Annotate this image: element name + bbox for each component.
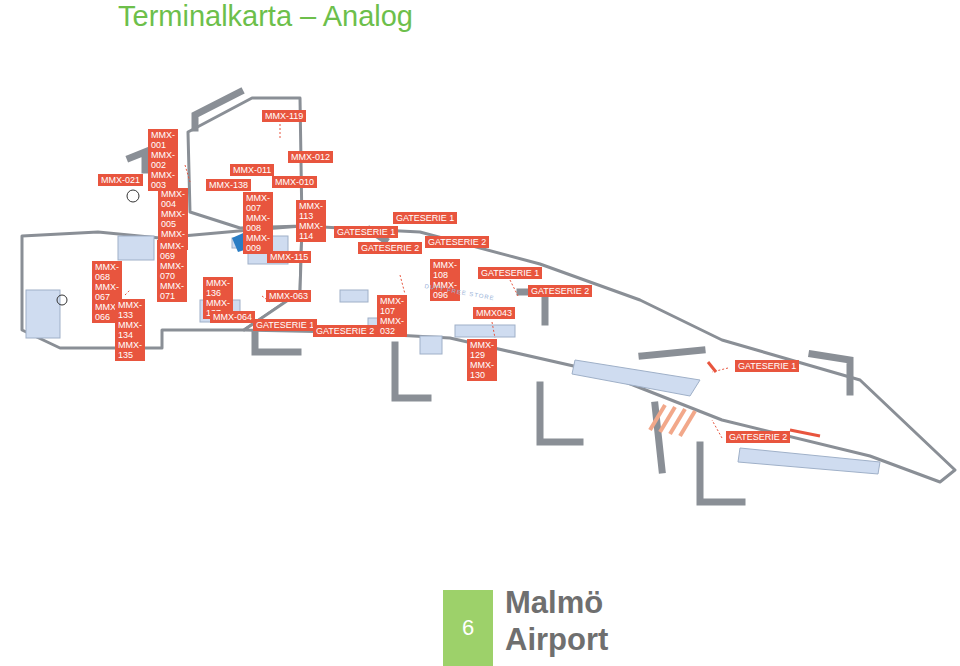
room-code: GATESERIE 2 [729,432,787,442]
room-code: MMX-064 [213,312,252,322]
brand-name: Airport [505,622,608,658]
room-code: MMX-012 [291,152,330,162]
gate-marker [708,362,716,372]
room-code: MMX-115 [270,252,308,262]
info-symbol [57,295,67,305]
gate-marker [790,430,820,436]
room-tag: MMX-069 MMX-070 MMX-071 [157,240,187,302]
page-number: 6 [462,615,474,641]
room-code: GATESERIE 2 [531,286,589,296]
room-tag: MMX-064 [210,311,255,323]
room-tag: GATESERIE 2 [528,285,592,297]
room-tag: MMX-007 MMX-008 MMX-009 [243,192,273,254]
room-code: GATESERIE 2 [428,237,486,247]
room-tag: GATESERIE 2 [358,242,422,254]
page-number-box: 6 [443,590,493,666]
room-code: GATESERIE 1 [337,227,395,237]
brand-name: Malmö [505,585,603,621]
leader-line [280,124,281,140]
room-code: MMX-063 [269,291,308,301]
room-code: MMX-119 [265,111,303,121]
room-code: GATESERIE 2 [316,326,374,336]
leader-line [712,420,722,438]
room-tag: GATESERIE 2 [425,236,489,248]
leader-line [510,280,518,296]
room-tag: MMX-108 MMX-096 [430,259,460,301]
room-tag: MMX-113 MMX-114 [296,200,326,242]
gate-arm [255,333,298,352]
room-code: MMX-138 [209,180,248,190]
room-tag: GATESERIE 1 [334,226,398,238]
leader-line [125,290,130,295]
room-code: MMX-007 MMX-008 MMX-009 [246,193,270,253]
room-tag: MMX-011 [230,164,274,176]
room-tag: MMX-010 [272,176,317,188]
room-code: MMX-011 [233,165,271,175]
room-code: MMX-113 MMX-114 [299,201,323,241]
area [26,290,60,338]
room-code: MMX043 [476,308,512,318]
leader-line [185,165,190,182]
room-code: MMX-001 MMX-002 MMX-003 [151,130,175,190]
room-code: GATESERIE 1 [256,320,314,330]
leader-line [492,322,495,338]
map-title: Terminalkarta – Analog [118,0,413,33]
room-code: MMX-133 MMX-134 MMX-135 [118,300,142,360]
area [340,290,368,302]
room-tag: MMX-133 MMX-134 MMX-135 [115,299,145,361]
room-tag: MMX-001 MMX-002 MMX-003 [148,129,178,191]
area [420,336,442,354]
room-code: MMX-010 [275,177,314,187]
room-code: MMX-107 MMX-032 [380,296,404,336]
gate-arm [642,350,702,356]
gate-arm [700,445,742,502]
hatch [680,411,695,436]
area [572,360,700,396]
room-tag: MMX-063 [266,290,311,302]
room-tag: GATESERIE 1 [393,212,457,224]
area [738,448,880,474]
pier-main [244,226,955,482]
entrance-symbol [127,190,139,202]
room-tag: MMX-012 [288,151,333,163]
room-code: MMX-069 MMX-070 MMX-071 [160,241,184,301]
jetway [130,152,145,170]
room-tag: MMX-138 [206,179,251,191]
room-tag: MMX-107 MMX-032 [377,295,407,337]
room-tag: GATESERIE 2 [313,325,377,337]
room-tag: MMX-129 MMX-130 [467,339,497,381]
room-tag: MMX-021 [98,174,143,186]
leader-line [400,275,405,294]
room-tag: MMX-119 [262,110,306,122]
room-code: GATESERIE 1 [481,268,539,278]
room-tag: MMX-115 [267,251,311,263]
room-tag: GATESERIE 1 [735,360,799,372]
gate-arm [540,385,580,442]
area [118,236,154,260]
room-tag: GATESERIE 2 [726,431,790,443]
room-tag: MMX043 [473,307,515,319]
room-code: MMX-021 [101,175,140,185]
room-code: MMX-129 MMX-130 [470,340,494,380]
gate-arm [812,354,850,392]
area [455,325,515,337]
room-tag: GATESERIE 1 [478,267,542,279]
room-tag: GATESERIE 1 [253,319,317,331]
jetway [195,92,240,128]
room-code: GATESERIE 2 [361,243,419,253]
room-code: GATESERIE 1 [396,213,454,223]
room-code: GATESERIE 1 [738,361,796,371]
